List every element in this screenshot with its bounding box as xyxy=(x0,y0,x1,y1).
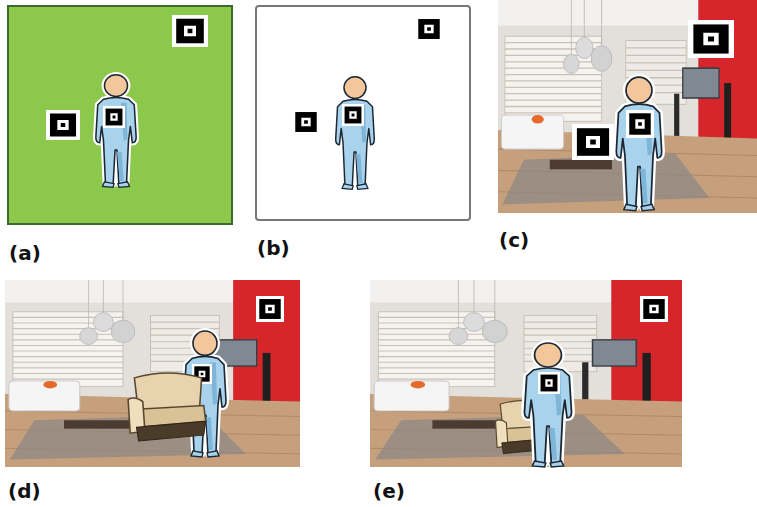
panel-label: (e) xyxy=(373,480,405,502)
room-background xyxy=(498,0,757,213)
ar-marker xyxy=(292,109,320,135)
ar-marker xyxy=(103,106,125,128)
armchair xyxy=(128,373,206,441)
ar-marker xyxy=(572,124,614,160)
person-figure xyxy=(96,75,136,188)
white-screen xyxy=(256,6,470,220)
ar-marker xyxy=(256,296,284,322)
ar-marker xyxy=(688,20,734,58)
panel-label: (c) xyxy=(499,229,529,251)
ar-marker xyxy=(342,104,364,126)
ar-marker xyxy=(640,296,668,322)
panel-label: (b) xyxy=(257,237,290,259)
person-figure xyxy=(616,77,661,211)
person-figure xyxy=(336,77,375,190)
panel-label: (a) xyxy=(9,242,41,264)
ar-marker xyxy=(626,110,654,138)
green-screen xyxy=(8,6,232,224)
room-background xyxy=(5,280,300,467)
room-background xyxy=(370,280,682,467)
panel-label: (d) xyxy=(8,480,41,502)
ar-marker xyxy=(172,15,208,47)
ar-marker xyxy=(46,110,80,140)
person-figure xyxy=(524,343,571,467)
ar-marker xyxy=(415,16,443,42)
ar-marker xyxy=(538,372,560,394)
